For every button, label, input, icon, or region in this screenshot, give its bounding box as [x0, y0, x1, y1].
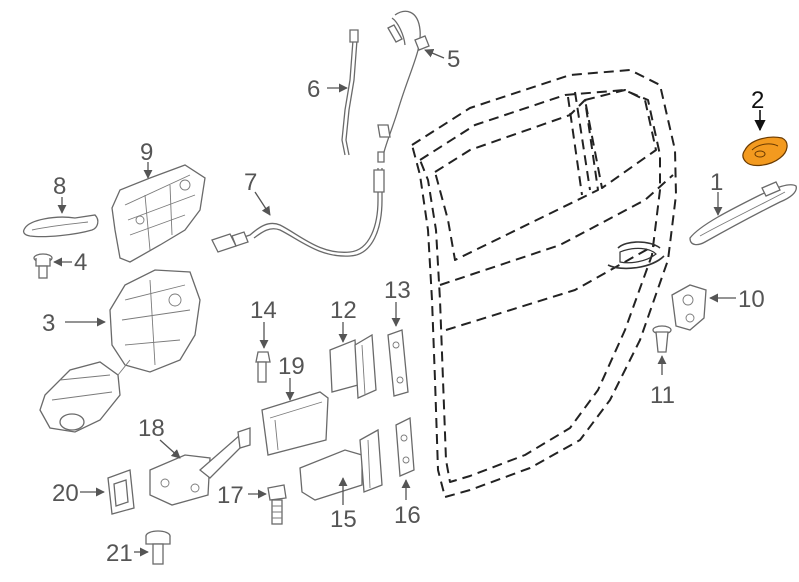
part-12-upper-hinge [329, 333, 377, 399]
callout-11: 11 [650, 382, 675, 409]
part-15-lower-hinge [299, 428, 383, 501]
callout-15: 15 [330, 506, 357, 533]
part-20-bumper [107, 469, 135, 515]
door-handle-recess [607, 241, 665, 270]
callout-19: 19 [278, 353, 305, 380]
part-21-bolt [145, 530, 171, 565]
part-16-plate [395, 416, 415, 477]
callout-5: 5 [447, 46, 460, 73]
part-17-bolt [267, 484, 287, 525]
callout-20: 20 [52, 480, 79, 507]
part-8-inner-handle [23, 214, 99, 238]
part-2-handle-cap [742, 136, 788, 167]
part-4-bolt [33, 253, 53, 279]
callout-8: 8 [53, 173, 66, 200]
callout-18: 18 [138, 415, 165, 442]
callout-9: 9 [140, 139, 153, 166]
part-7-cable [211, 168, 385, 257]
part-14-bolt [255, 351, 271, 383]
part-9-bracket [111, 164, 206, 263]
part-19-hinge-cover [261, 391, 329, 456]
part-11-bolt [652, 325, 672, 353]
callout-6: 6 [307, 76, 320, 103]
callout-7: 7 [244, 169, 257, 196]
callout-12: 12 [330, 297, 357, 324]
callout-14: 14 [250, 297, 277, 324]
callout-16: 16 [394, 502, 421, 529]
callout-labels: 1 2 3 4 5 6 7 8 9 10 11 12 13 14 15 16 1… [42, 46, 765, 567]
callout-21: 21 [106, 540, 133, 567]
part-13-plate [387, 329, 409, 397]
callout-3: 3 [42, 310, 55, 337]
callout-17: 17 [217, 482, 244, 509]
callout-10: 10 [738, 286, 765, 313]
part-5-cable [377, 10, 430, 163]
part-6-rod [341, 29, 359, 156]
rear-door-outline [411, 69, 677, 498]
part-18-door-check [149, 427, 251, 506]
part-1-outer-handle [689, 181, 797, 246]
part-10-striker [671, 284, 707, 331]
callout-1: 1 [710, 169, 723, 196]
callout-13: 13 [384, 277, 411, 304]
leader-lines [53, 48, 766, 557]
callout-4: 4 [74, 249, 87, 276]
callout-2: 2 [751, 87, 764, 114]
part-3-door-latch [39, 269, 201, 433]
